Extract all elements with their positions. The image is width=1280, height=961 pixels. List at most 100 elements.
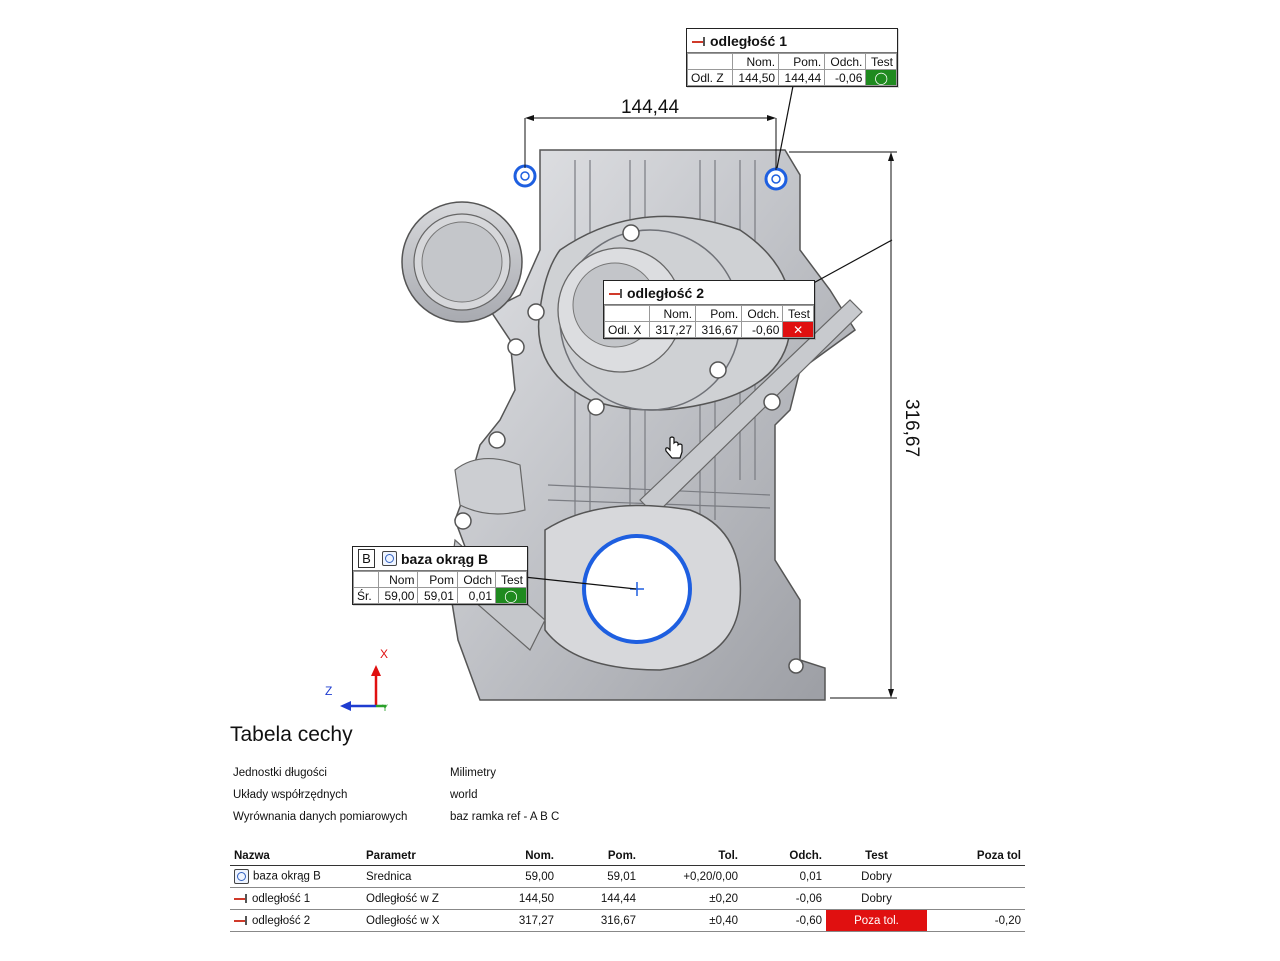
hand-cursor-icon — [665, 436, 683, 459]
meta-value: baz ramka ref - A B C — [450, 811, 560, 823]
row-out — [927, 887, 1025, 910]
row-param: Odległość w X — [362, 909, 502, 932]
table-row[interactable]: odległość 1 Odległość w Z 144,50 144,44 … — [230, 887, 1025, 910]
row-param: Odległość w Z — [362, 887, 502, 910]
col-test: Test — [495, 571, 527, 588]
callout-distance-2[interactable]: odległość 2 Nom. Pom. Odch. Test Odl. X … — [603, 280, 815, 339]
report-meta: Jednostki długości Milimetry Układy wspó… — [233, 767, 1030, 825]
row-out: -0,20 — [927, 909, 1025, 932]
col-header: Tol. — [718, 850, 738, 862]
distance-icon — [234, 915, 248, 926]
measured-hole-left — [513, 164, 537, 188]
callout-datum-b[interactable]: B baza okrąg B Nom Pom Odch Test Śr. 59,… — [352, 546, 528, 605]
row-pom: 144,44 — [558, 887, 640, 910]
param-name: Odl. Z — [687, 69, 733, 86]
feature-report: Tabela cechy Jednostki długości Milimetr… — [230, 718, 1030, 932]
row-tol: ±0,40 — [640, 909, 742, 932]
row-pom: 59,01 — [558, 865, 640, 888]
row-odch: 0,01 — [742, 865, 826, 888]
row-tol: ±0,20 — [640, 887, 742, 910]
datum-label: B — [358, 549, 375, 568]
axis-z-label: Z — [325, 684, 332, 698]
test-pass-icon: ◯ — [865, 69, 897, 86]
callout-title: odległość 2 — [627, 284, 705, 301]
dimension-horizontal — [524, 117, 777, 170]
row-param: Srednica — [362, 865, 502, 888]
col-nom: Nom — [377, 571, 419, 588]
row-test: Dobry — [826, 887, 927, 910]
table-row[interactable]: baza okrąg B Srednica 59,00 59,01 +0,20/… — [230, 865, 1025, 888]
axis-y-label: Y — [382, 703, 388, 713]
col-odch: Odch — [456, 571, 497, 588]
distance-icon — [692, 36, 706, 46]
nom-value: 144,50 — [731, 69, 780, 86]
col-header: Nom. — [525, 850, 554, 862]
nom-value: 59,00 — [377, 587, 419, 604]
col-header: Test — [865, 850, 888, 862]
callout-distance-1[interactable]: odległość 1 Nom. Pom. Odch. Test Odl. Z … — [686, 28, 898, 87]
row-test-fail: Poza tol. — [826, 909, 927, 932]
row-out — [927, 865, 1025, 888]
row-odch: -0,60 — [742, 909, 826, 932]
dimension-vertical-label: 316,67 — [901, 399, 922, 457]
col-odch: Odch. — [741, 305, 784, 322]
dimension-horizontal-label: 144,44 — [621, 97, 680, 118]
odch-value: -0,06 — [824, 69, 867, 86]
row-odch: -0,06 — [742, 887, 826, 910]
report-title: Tabela cechy — [230, 723, 353, 746]
leader-d1 — [776, 85, 794, 169]
param-name: Odl. X — [604, 321, 650, 338]
row-name: baza okrąg B — [253, 870, 321, 883]
circle-datum-icon — [382, 551, 397, 566]
row-name: odległość 1 — [252, 892, 311, 905]
3d-viewport[interactable]: 144,44 316,67 X Z Y odległość 1 Nom. Pom… — [0, 0, 1280, 715]
col-test: Test — [782, 305, 814, 322]
distance-icon — [609, 288, 623, 298]
col-header: Odch. — [789, 850, 822, 862]
col-odch: Odch. — [824, 53, 867, 70]
pom-value: 59,01 — [417, 587, 458, 604]
row-tol: +0,20/0,00 — [640, 865, 742, 888]
col-header: Pom. — [607, 850, 636, 862]
test-pass-icon: ◯ — [495, 587, 527, 604]
col-nom: Nom. — [648, 305, 697, 322]
odch-value: 0,01 — [456, 587, 497, 604]
leader-b — [523, 576, 637, 590]
axis-triad-icon: X Z Y — [325, 647, 388, 713]
col-header: Parametr — [366, 850, 416, 862]
col-pom: Pom. — [778, 53, 826, 70]
callout-title: baza okrąg B — [401, 550, 489, 567]
dimension-vertical — [789, 151, 897, 699]
meta-label: Wyrównania danych pomiarowych — [233, 811, 408, 823]
callout-title: odległość 1 — [710, 32, 788, 49]
row-nom: 59,00 — [502, 865, 558, 888]
table-row[interactable]: odległość 2 Odległość w X 317,27 316,67 … — [230, 909, 1025, 932]
col-header: Nazwa — [234, 850, 270, 862]
row-nom: 144,50 — [502, 887, 558, 910]
param-name: Śr. — [353, 587, 379, 604]
row-test: Dobry — [826, 865, 927, 888]
measured-hole-right — [764, 167, 788, 191]
feature-table: Nazwa Parametr Nom. Pom. Tol. Odch. Test… — [230, 847, 1025, 932]
meta-value: Milimetry — [450, 767, 496, 779]
odch-value: -0,60 — [741, 321, 784, 338]
part-model: 144,44 316,67 X Z Y — [325, 85, 922, 713]
axis-x-label: X — [380, 647, 388, 661]
meta-label: Jednostki długości — [233, 767, 327, 779]
col-header: Poza tol — [976, 850, 1021, 862]
circle-datum-icon — [234, 869, 249, 884]
col-pom: Pom — [417, 571, 458, 588]
col-pom: Pom. — [695, 305, 743, 322]
test-fail-icon: ✕ — [782, 321, 814, 338]
pom-value: 316,67 — [695, 321, 743, 338]
pom-value: 144,44 — [778, 69, 826, 86]
meta-value: world — [450, 789, 478, 801]
col-nom: Nom. — [731, 53, 780, 70]
col-test: Test — [865, 53, 897, 70]
row-nom: 317,27 — [502, 909, 558, 932]
row-name: odległość 2 — [252, 914, 311, 927]
leader-d2 — [807, 239, 893, 287]
distance-icon — [234, 893, 248, 904]
meta-label: Układy współrzędnych — [233, 789, 348, 801]
nom-value: 317,27 — [648, 321, 697, 338]
